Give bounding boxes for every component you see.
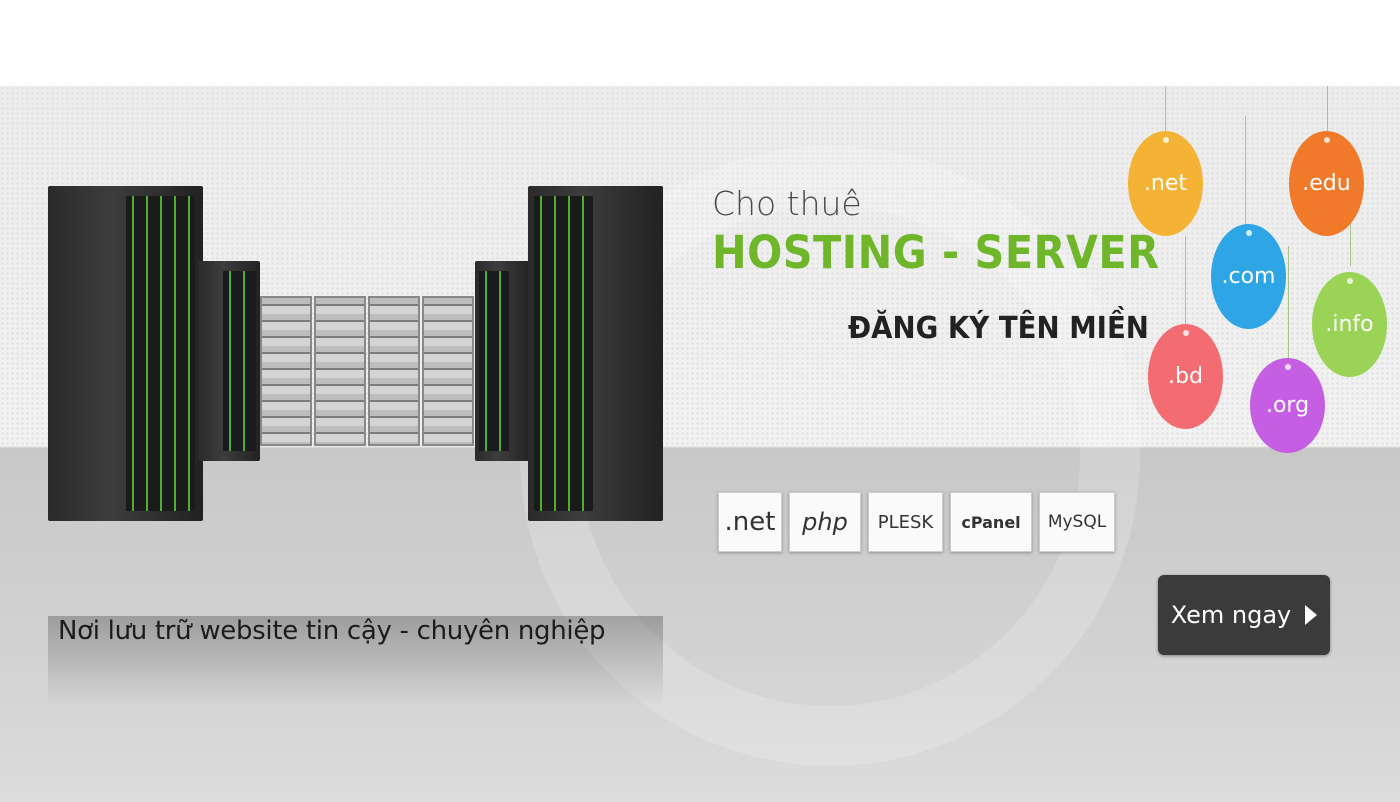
cpanel-logo: cPanel [950,492,1032,552]
domain-tag-bd: .bd [1148,324,1223,429]
hero-banner: Nơi lưu trữ website tin cậy - chuyên ngh… [0,86,1400,802]
mysql-logo: MySQL [1039,492,1115,552]
view-now-button[interactable]: Xem ngay [1158,575,1330,655]
domain-tag-edu: .edu [1289,131,1364,236]
dotnet-logo: .net [718,492,782,552]
domain-tag-com: .com [1211,224,1286,329]
domain-tag-org: .org [1250,358,1325,453]
view-now-label: Xem ngay [1170,601,1292,629]
php-logo: php [789,492,861,552]
domain-tag-net: .net [1128,131,1203,236]
play-arrow-icon [1305,605,1318,625]
title-hosting-server: HOSTING - SERVER [712,226,1160,279]
title-prefix: Cho thuê [712,184,862,223]
tagline-text: Nơi lưu trữ website tin cậy - chuyên ngh… [58,616,606,646]
server-room-image [48,186,663,706]
plesk-logo: PLESK [868,492,943,552]
title-domain-registration: ĐĂNG KÝ TÊN MIỀN [848,311,1149,346]
domain-tag-info: .info [1312,272,1387,377]
